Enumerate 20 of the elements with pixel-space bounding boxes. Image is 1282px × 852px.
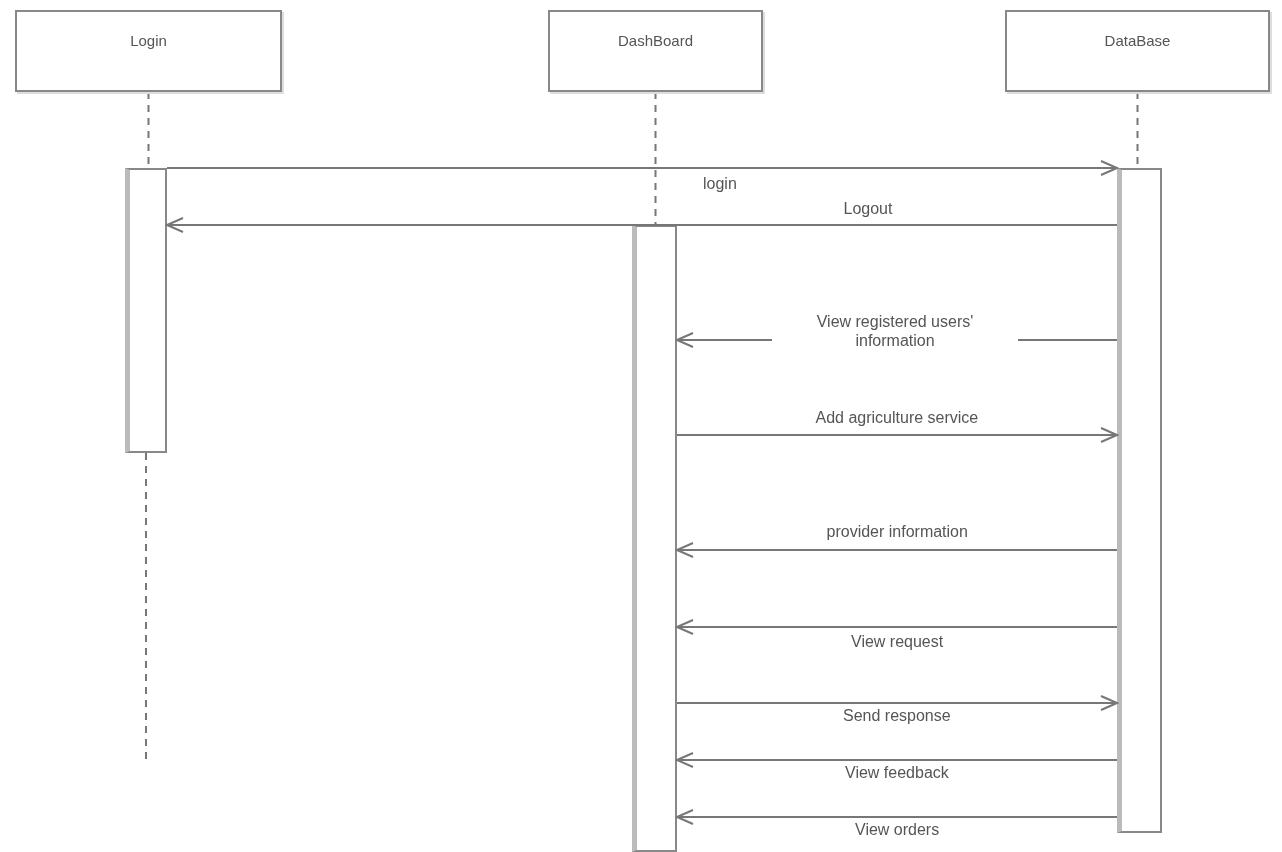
lifeline xyxy=(145,452,147,761)
message-arrow xyxy=(676,619,1118,635)
activation-bar xyxy=(1117,168,1162,833)
message-arrow xyxy=(676,542,1118,558)
activation-bar xyxy=(632,225,677,852)
lifeline-header-box xyxy=(1005,10,1270,92)
message-arrow xyxy=(166,160,1118,176)
lifeline-header-box xyxy=(548,10,763,92)
activation-bar xyxy=(125,168,167,453)
lifeline-title: DashBoard xyxy=(616,32,694,49)
message-arrow xyxy=(676,809,1118,825)
edge-label: View request xyxy=(848,632,947,652)
lifeline-header-box xyxy=(15,10,282,92)
message-arrow xyxy=(166,217,1118,233)
lifeline xyxy=(654,91,657,226)
lifeline-title: DataBase xyxy=(1103,32,1172,49)
message-arrow xyxy=(676,427,1118,443)
message-arrow xyxy=(676,695,1118,711)
lifeline-title: Login xyxy=(129,32,168,49)
message-arrow xyxy=(676,752,1118,768)
